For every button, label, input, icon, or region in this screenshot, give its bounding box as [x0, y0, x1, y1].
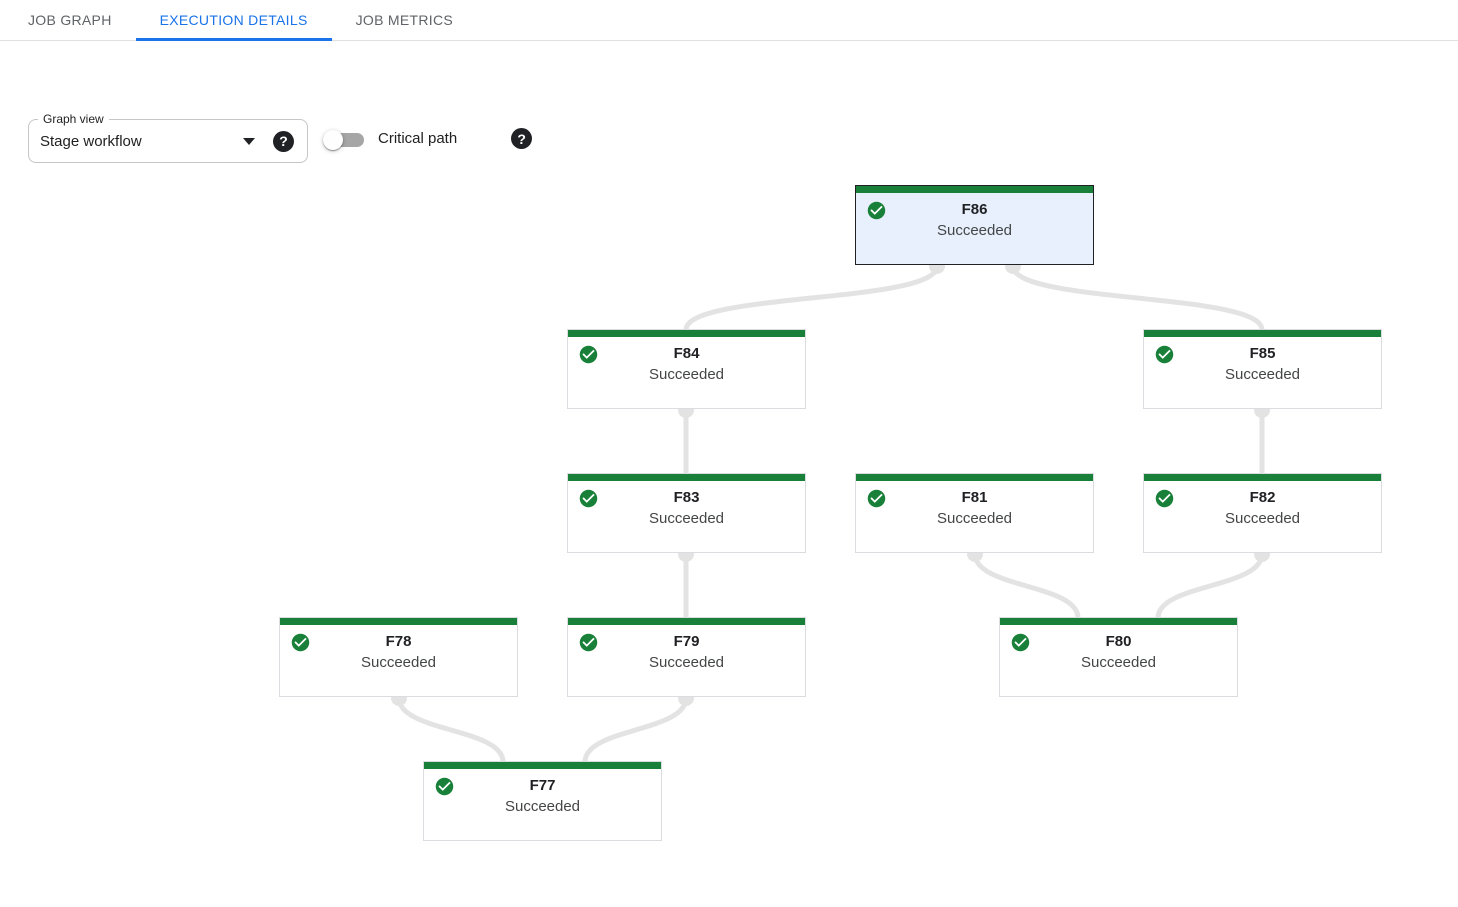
stage-status-bar: [568, 330, 805, 337]
tab-job-metrics[interactable]: JOB METRICS: [355, 12, 454, 28]
graph-view-help-icon[interactable]: [273, 130, 294, 152]
edge-f82-f80: [1155, 551, 1265, 621]
critical-path-control: Critical path: [323, 128, 533, 150]
toggle-knob: [323, 130, 343, 150]
critical-path-toggle[interactable]: [323, 130, 364, 150]
stage-node-status: Succeeded: [936, 222, 1013, 239]
stage-node-status: Succeeded: [360, 654, 437, 671]
check-circle-icon: [579, 489, 598, 508]
stage-status-bar: [856, 474, 1093, 481]
check-circle-icon: [1011, 633, 1030, 652]
stage-node-status: Succeeded: [936, 510, 1013, 527]
stage-node-title: F78: [385, 633, 412, 650]
check-circle-icon: [579, 633, 598, 652]
edge-f79-f77: [582, 695, 689, 765]
check-circle-icon: [435, 777, 454, 796]
stage-status-bar: [1144, 330, 1381, 337]
stage-node-title: F83: [673, 489, 700, 506]
check-circle-icon: [291, 633, 310, 652]
tab-job-graph[interactable]: JOB GRAPH: [28, 12, 112, 28]
stage-node-title: F82: [1249, 489, 1276, 506]
stage-node-title: F80: [1105, 633, 1132, 650]
stage-status-bar: [1000, 618, 1237, 625]
stage-node-status: Succeeded: [648, 654, 725, 671]
stage-node-title: F86: [961, 201, 988, 218]
edge-f78-f77: [396, 695, 506, 765]
check-circle-icon: [867, 201, 886, 220]
stage-node-status: Succeeded: [1224, 366, 1301, 383]
critical-path-label: Critical path: [378, 130, 458, 147]
stage-node-title: F79: [673, 633, 700, 650]
graph-view-label: Graph view: [38, 111, 109, 128]
stage-node-status: Succeeded: [648, 510, 725, 527]
stage-node-status: Succeeded: [504, 798, 581, 815]
tab-bar: JOB GRAPH EXECUTION DETAILS JOB METRICS: [0, 0, 1458, 41]
stage-node-status: Succeeded: [1224, 510, 1301, 527]
stage-status-bar: [568, 474, 805, 481]
stage-node-title: F77: [529, 777, 556, 794]
stage-status-bar: [856, 186, 1093, 193]
edge-f81-f80: [972, 551, 1081, 621]
stage-status-bar: [568, 618, 805, 625]
check-circle-icon: [867, 489, 886, 508]
edge-f86-f85: [1010, 263, 1265, 333]
stage-node-status: Succeeded: [648, 366, 725, 383]
stage-node-title: F85: [1249, 345, 1276, 362]
check-circle-icon: [1155, 345, 1174, 364]
chevron-down-icon: [243, 137, 255, 145]
check-circle-icon: [579, 345, 598, 364]
graph-view-value: Stage workflow: [40, 132, 142, 150]
stage-status-bar: [1144, 474, 1381, 481]
tab-execution-details[interactable]: EXECUTION DETAILS: [135, 0, 332, 41]
check-circle-icon: [1155, 489, 1174, 508]
critical-path-help-icon[interactable]: [511, 128, 533, 149]
stage-status-bar: [280, 618, 517, 625]
graph-view-select[interactable]: Graph view Stage workflow: [28, 111, 308, 163]
stage-node-title: F84: [673, 345, 700, 362]
stage-status-bar: [424, 762, 661, 769]
toolbar: Graph view Stage workflow Critical path: [0, 41, 1458, 163]
stage-node-title: F81: [961, 489, 988, 506]
stage-node-status: Succeeded: [1080, 654, 1157, 671]
edge-f86-f84: [683, 263, 940, 333]
